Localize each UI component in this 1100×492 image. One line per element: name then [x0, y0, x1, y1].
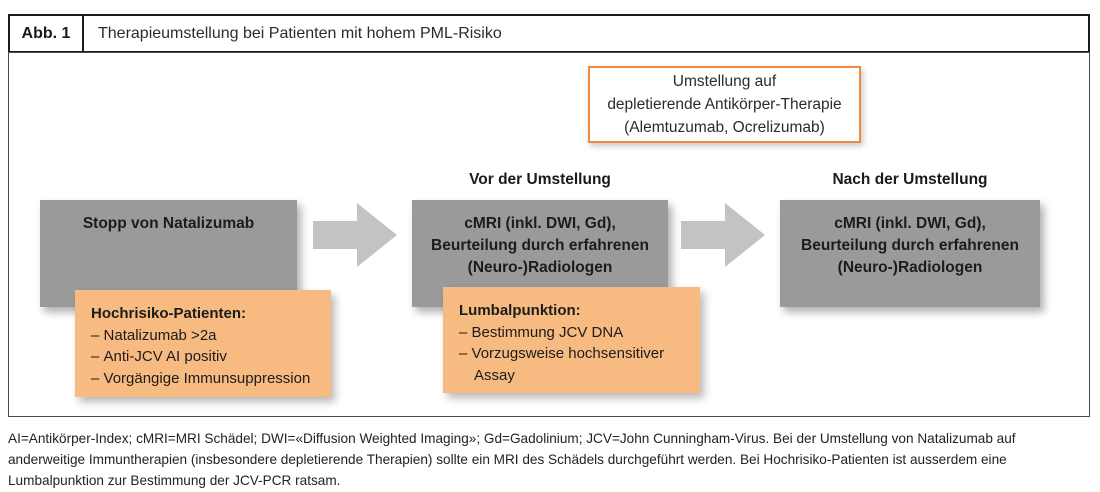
mri-line: Beurteilung durch erfahrenen [801, 237, 1019, 254]
high-risk-patients-box: Hochrisiko-Patienten: Natalizumab >2a An… [75, 290, 331, 397]
arrow-right-icon [313, 203, 397, 267]
high-risk-title: Hochrisiko-Patienten: [91, 305, 247, 322]
lumbar-puncture-box: Lumbalpunktion: Bestimmung JCV DNA Vorzu… [443, 287, 700, 393]
antibody-therapy-box: Umstellung auf depletierende Antikörper-… [588, 66, 861, 143]
figure-footnote: AI=Antikörper-Index; cMRI=MRI Schädel; D… [8, 431, 1016, 488]
antibody-therapy-line: depletierende Antikörper-Therapie [607, 96, 842, 113]
mri-line: cMRI (inkl. DWI, Gd), [834, 215, 986, 232]
high-risk-item: Anti-JCV AI positiv [91, 346, 317, 368]
antibody-therapy-line: Umstellung auf [672, 73, 777, 90]
high-risk-item: Natalizumab >2a [91, 325, 317, 347]
mri-line: Beurteilung durch erfahrenen [431, 237, 649, 254]
stage-label-after: Nach der Umstellung [832, 171, 988, 188]
lumbar-puncture-item: Vorzugsweise hochsensitiver Assay [459, 343, 686, 386]
mri-line: (Neuro-)Radiologen [467, 259, 613, 276]
figure-number-label: Abb. 1 [10, 16, 84, 51]
stop-natalizumab-box: Stopp von Natalizumab [40, 200, 297, 307]
diagram-panel: Umstellung auf depletierende Antikörper-… [8, 52, 1090, 417]
figure-title: Therapieumstellung bei Patienten mit hoh… [98, 24, 502, 42]
mri-line: (Neuro-)Radiologen [837, 259, 983, 276]
lumbar-puncture-title: Lumbalpunktion: [459, 302, 581, 319]
figure-header: Abb. 1 Therapieumstellung bei Patienten … [8, 14, 1090, 53]
antibody-therapy-line: (Alemtuzumab, Ocrelizumab) [624, 119, 825, 136]
stage-label-before: Vor der Umstellung [469, 171, 611, 188]
high-risk-item: Vorgängige Immunsuppression [91, 368, 317, 390]
lumbar-puncture-item: Bestimmung JCV DNA [459, 322, 686, 344]
stop-natalizumab-label: Stopp von Natalizumab [82, 215, 255, 232]
mri-line: cMRI (inkl. DWI, Gd), [464, 215, 616, 232]
mri-after-box: cMRI (inkl. DWI, Gd), Beurteilung durch … [780, 200, 1040, 307]
arrow-right-icon [681, 203, 765, 267]
